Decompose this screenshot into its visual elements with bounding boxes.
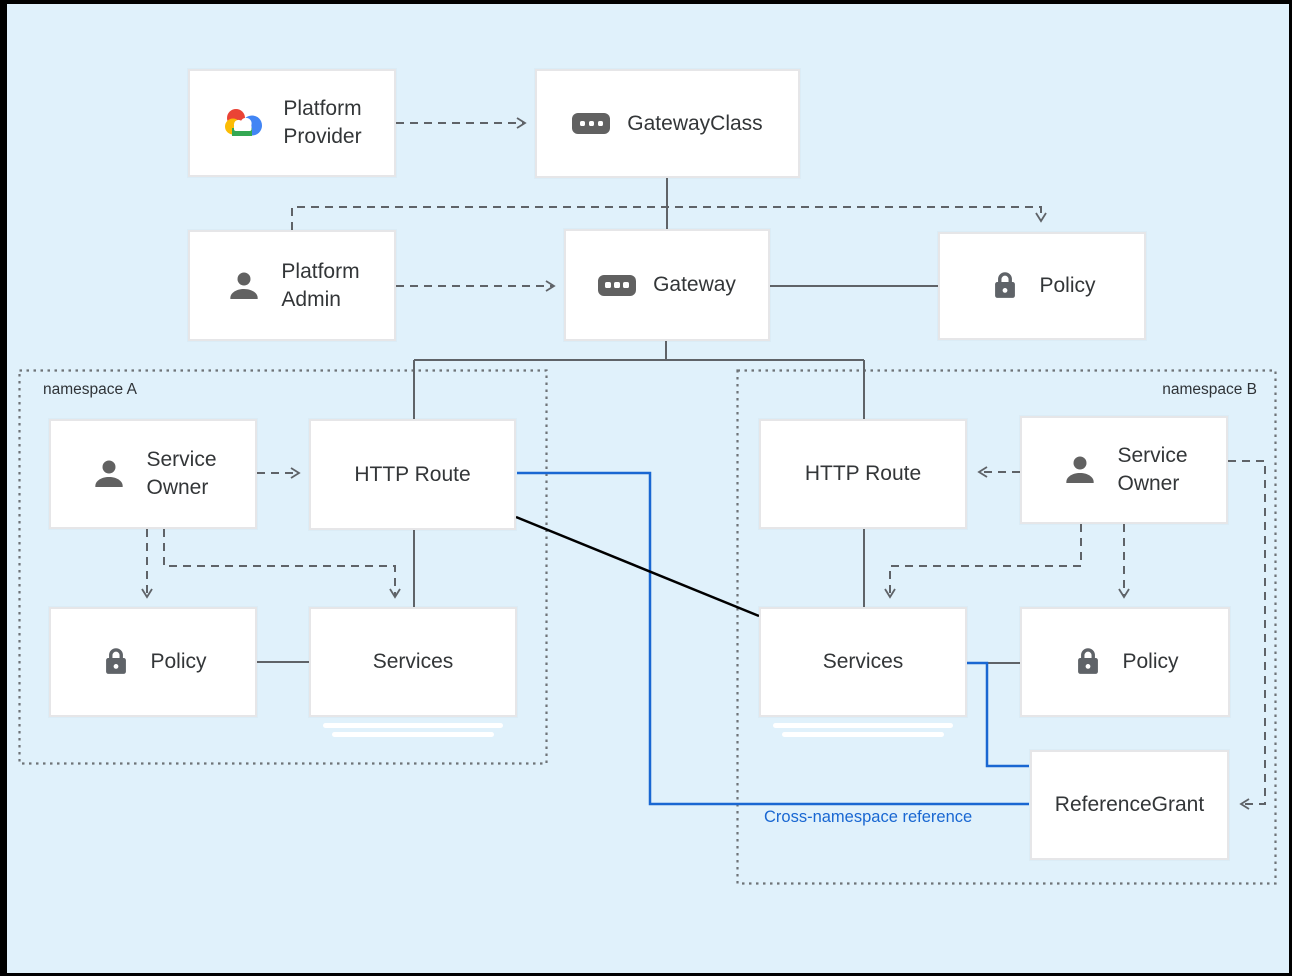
dashed-connectors (141, 117, 1266, 810)
lock-icon (988, 268, 1022, 304)
node-label: ReferenceGrant (1054, 793, 1205, 817)
node-policy-a: Policy (49, 607, 257, 717)
node-label: Platform Provider (283, 97, 362, 148)
node-service-owner-b: Service Owner (1020, 416, 1228, 524)
node-platform-provider: Platform Provider (188, 69, 396, 177)
node-label: Service Owner (1117, 444, 1188, 495)
resource-icon (598, 274, 637, 296)
google-cloud-icon (222, 105, 266, 141)
resource-icon (572, 113, 611, 134)
node-gateway: Gateway (564, 229, 770, 341)
node-reference-grant: ReferenceGrant (1030, 750, 1229, 860)
node-label: Services (372, 650, 454, 674)
cross-namespace-reference-label: Cross-namespace reference (764, 808, 973, 826)
connector-services-b-referencegrant (967, 661, 1029, 768)
solid-connectors (257, 178, 1020, 664)
connectors-layer (18, 117, 1277, 885)
node-label: Gateway (653, 273, 736, 297)
arrow-owner-b-referencegrant (1228, 460, 1266, 810)
arrow-owner-a-services-a (163, 529, 401, 599)
arrow-owner-b-services-b (884, 524, 1082, 599)
connector-gateway-branch (413, 341, 865, 419)
node-services-b: Services (759, 607, 967, 717)
arrow-admin-policy (291, 206, 1047, 230)
diagram-canvas: namespace A namespace B Platform Provide… (7, 4, 1289, 973)
connector-httproute-a-referencegrant (517, 471, 1029, 806)
person-icon (1060, 450, 1100, 490)
node-policy-b: Policy (1020, 607, 1230, 717)
node-http-route-b: HTTP Route (759, 419, 967, 529)
node-policy-top: Policy (938, 232, 1146, 340)
services-a-stack-line (323, 723, 503, 728)
node-gatewayclass: GatewayClass (535, 69, 800, 178)
namespace-a-label: namespace A (43, 381, 137, 398)
node-services-a: Services (309, 607, 517, 717)
services-b-stack-line (782, 732, 944, 737)
namespace-a-outline (18, 369, 548, 765)
node-label: HTTP Route (354, 462, 471, 486)
node-http-route-a: HTTP Route (309, 419, 516, 530)
node-label: Service Owner (146, 448, 217, 499)
node-label: Services (822, 650, 904, 674)
namespace-b-label: namespace B (1162, 381, 1257, 398)
node-service-owner-a: Service Owner (49, 419, 257, 529)
lock-icon (1071, 644, 1105, 680)
blue-connectors (517, 471, 1029, 806)
node-label: GatewayClass (627, 111, 763, 135)
lock-icon (99, 644, 133, 680)
node-platform-admin: Platform Admin (188, 230, 396, 341)
person-icon (89, 454, 129, 494)
services-b-stack-line (773, 723, 953, 728)
person-icon (224, 266, 264, 306)
node-label: Policy (150, 650, 207, 674)
node-label: Policy (1039, 274, 1096, 298)
node-label: Policy (1122, 650, 1179, 674)
node-label: HTTP Route (804, 462, 922, 486)
node-label: Platform Admin (281, 259, 360, 311)
connector-httproute-a-services-b (515, 515, 760, 618)
services-a-stack-line (332, 732, 494, 737)
